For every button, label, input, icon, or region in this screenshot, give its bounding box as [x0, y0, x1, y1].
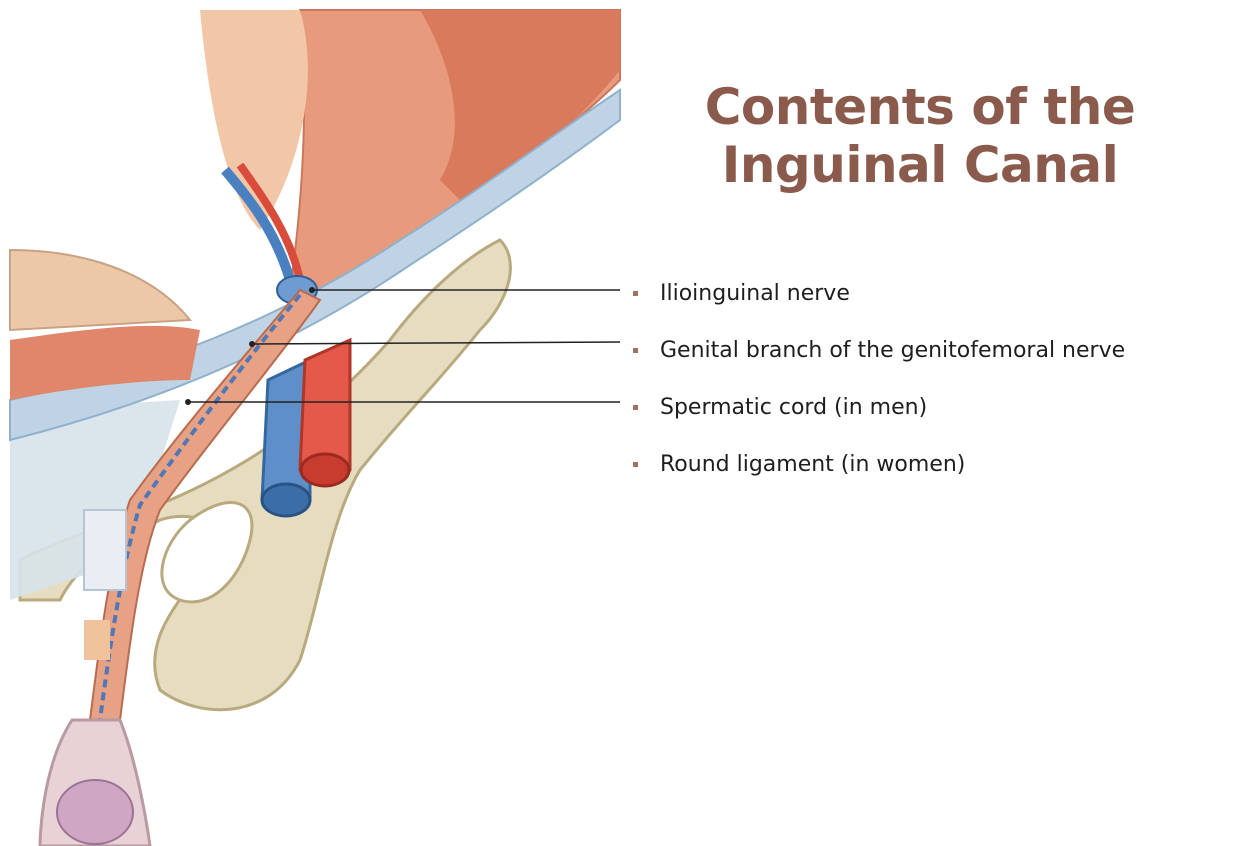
leader-dot-ilioinguinal	[309, 287, 315, 293]
contents-list: Ilioinguinal nerve Genital branch of the…	[630, 272, 1125, 500]
external-spermatic-fascia	[84, 510, 126, 590]
bullet-marker	[633, 348, 638, 353]
list-item: Spermatic cord (in men)	[630, 386, 1125, 443]
femoral-artery-opening	[301, 454, 349, 486]
list-item-label: Round ligament (in women)	[660, 452, 965, 477]
list-item-label: Spermatic cord (in men)	[660, 395, 927, 420]
list-item-label: Genital branch of the genitofemoral nerv…	[660, 338, 1125, 363]
slide-title: Contents of the Inguinal Canal	[600, 78, 1240, 194]
list-item: Ilioinguinal nerve	[630, 272, 1125, 329]
peritoneum-dome	[10, 250, 190, 330]
skin-layer	[200, 10, 308, 230]
bullet-marker	[633, 291, 638, 296]
list-item: Round ligament (in women)	[630, 443, 1125, 500]
bullet-marker	[633, 462, 638, 467]
leader-dot-genital-branch	[249, 341, 255, 347]
list-item: Genital branch of the genitofemoral nerv…	[630, 329, 1125, 386]
cremaster-sleeve	[84, 620, 110, 660]
femoral-vein-opening	[262, 484, 310, 516]
testis	[57, 780, 133, 844]
list-item-label: Ilioinguinal nerve	[660, 281, 850, 306]
leader-dot-spermatic-cord	[185, 399, 191, 405]
bullet-marker	[633, 405, 638, 410]
leader-line-genital-branch	[252, 342, 620, 344]
